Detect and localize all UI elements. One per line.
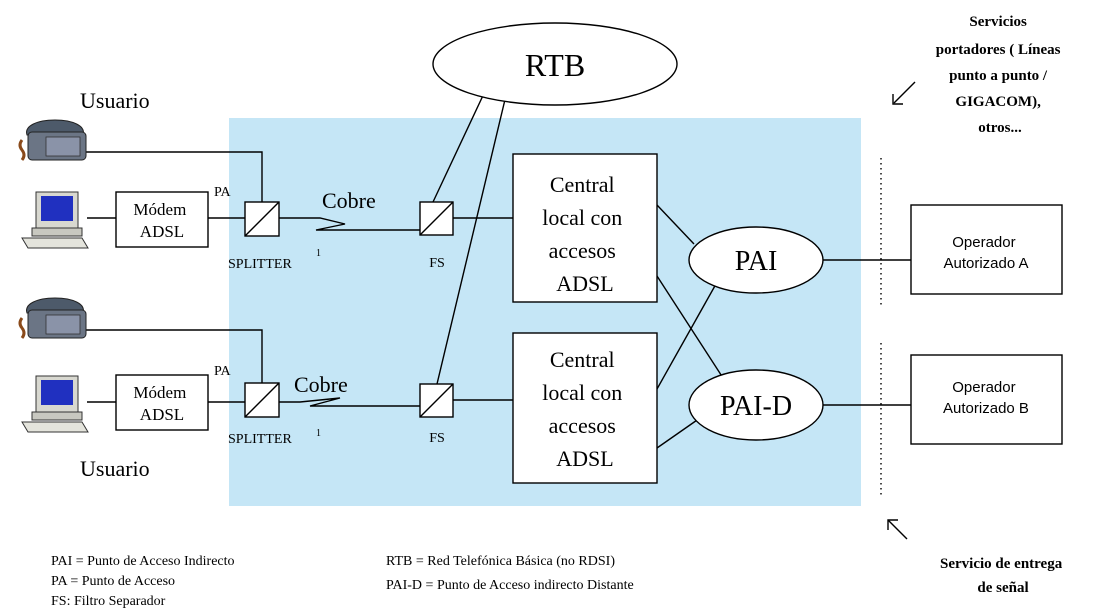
legend-rtb: RTB = Red Telefónica Básica (no RDSI) <box>386 554 615 569</box>
splitter-sup-bottom: 1 <box>316 428 321 439</box>
splitter-top <box>244 201 280 237</box>
legend-fs: FS: Filtro Separador <box>51 594 166 609</box>
pai-d-node <box>688 369 824 441</box>
copper-label-top: Cobre <box>322 188 376 213</box>
computer-icon <box>21 375 89 433</box>
central-office-top-label: Central local con accesos ADSL <box>542 172 628 296</box>
splitter-sup-top: 1 <box>316 248 321 259</box>
telephone-icon <box>18 119 87 161</box>
fs-label-bottom: FS <box>429 431 445 446</box>
fs-filter-top <box>419 201 454 236</box>
arrow-icon <box>892 81 916 105</box>
pa-label-bottom: PA <box>214 364 232 379</box>
copper-label-bottom: Cobre <box>294 372 348 397</box>
operator-a-label: Operador Autorizado A <box>943 234 1028 272</box>
rtb-node <box>432 22 678 106</box>
modem-top-label: Módem ADSL <box>133 200 190 241</box>
connection-lines <box>86 86 911 495</box>
user-label-bottom: Usuario <box>80 456 150 481</box>
modem-bottom <box>115 374 209 431</box>
legend-paid: PAI-D = Punto de Acceso indirecto Distan… <box>386 578 634 593</box>
user-label-top: Usuario <box>80 88 150 113</box>
splitter-label-bottom: SPLITTER <box>228 432 292 447</box>
operator-b-box <box>910 354 1063 445</box>
legend: PAI = Punto de Acceso Indirecto PA = Pun… <box>51 554 634 609</box>
carrier-services-annotation: Servicios portadores ( Líneas punto a pu… <box>936 14 1064 136</box>
modem-top <box>115 191 209 248</box>
operator-a-box <box>910 204 1063 295</box>
modem-bottom-label: Módem ADSL <box>133 383 190 424</box>
pai-d-label: PAI-D <box>720 391 792 422</box>
computer-icon <box>21 191 89 249</box>
fs-label-top: FS <box>429 256 445 271</box>
signal-delivery-annotation: Servicio de entrega de señal <box>940 556 1066 596</box>
rtb-label: RTB <box>525 47 585 83</box>
arrow-icon <box>887 519 908 540</box>
pa-label-top: PA <box>214 185 232 200</box>
pai-label: PAI <box>735 246 778 277</box>
central-office-top <box>512 153 658 303</box>
splitter-label-top: SPLITTER <box>228 257 292 272</box>
splitter-bottom <box>244 382 280 418</box>
central-office-bottom-label: Central local con accesos ADSL <box>542 347 628 471</box>
legend-pa: PA = Punto de Acceso <box>51 574 175 589</box>
central-office-bottom <box>512 332 658 484</box>
fs-filter-bottom <box>419 383 454 418</box>
pai-node <box>688 226 824 294</box>
legend-pai: PAI = Punto de Acceso Indirecto <box>51 554 235 569</box>
operator-b-label: Operador Autorizado B <box>943 379 1029 417</box>
telephone-icon <box>18 297 87 339</box>
